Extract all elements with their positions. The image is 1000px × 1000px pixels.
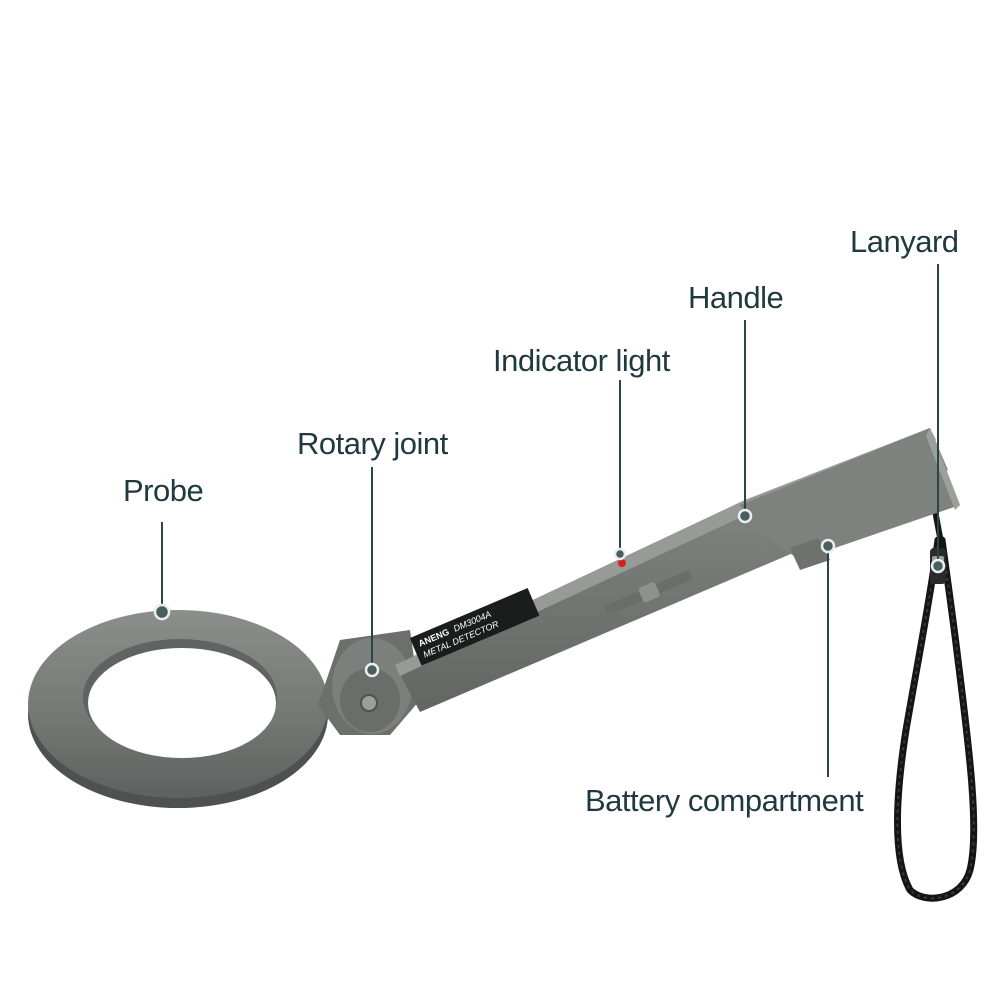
model-plate: ANENG DM3004A METAL DETECTOR [409,588,540,666]
label-rotary-joint: Rotary joint [297,426,448,461]
label-handle: Handle [688,280,784,315]
label-battery-compartment: Battery compartment [585,783,864,818]
label-lanyard: Lanyard [850,224,959,259]
probe-anchor-dot [153,603,171,621]
handle-anchor-dot [737,508,753,524]
sensitivity-slider [604,570,692,615]
lanyard-anchor-dot [930,558,946,574]
probe-ring [28,610,328,808]
rotary-joint-housing [318,630,420,735]
label-probe: Probe [123,473,204,508]
detector-body [395,428,960,712]
battery-compartment-anchor-dot [820,538,836,554]
rotary-joint-anchor-dot [364,662,380,678]
indicator-light-anchor-dot [613,547,627,561]
label-indicator-light: Indicator light [493,343,670,378]
indicator-light [618,559,626,567]
